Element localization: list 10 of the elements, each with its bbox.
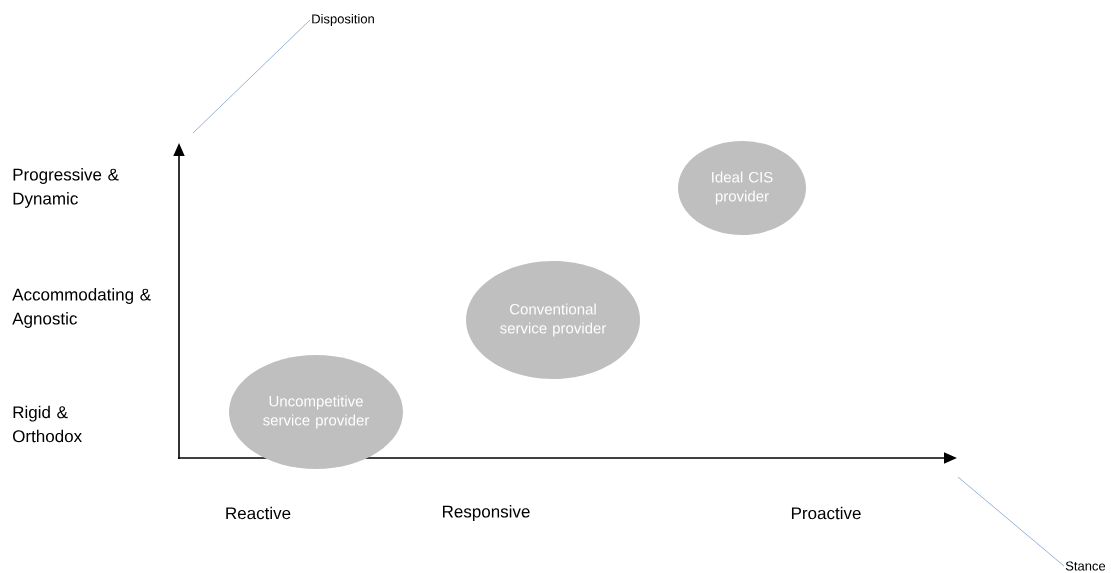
axis-label: Reactive <box>226 506 291 520</box>
axis-label: Rigid & Orthodox <box>13 405 82 443</box>
axis-label: Progressive & Dynamic <box>13 168 119 208</box>
leader-line <box>192 19 311 134</box>
leader-line <box>957 476 1065 567</box>
axis-label: Accommodating & Agnostic <box>12 288 151 328</box>
axis-label: Proactive <box>791 506 861 520</box>
axis-title: Disposition <box>312 13 374 27</box>
axis-title: Stance <box>1065 561 1106 571</box>
axis-label: Responsive <box>443 505 530 521</box>
